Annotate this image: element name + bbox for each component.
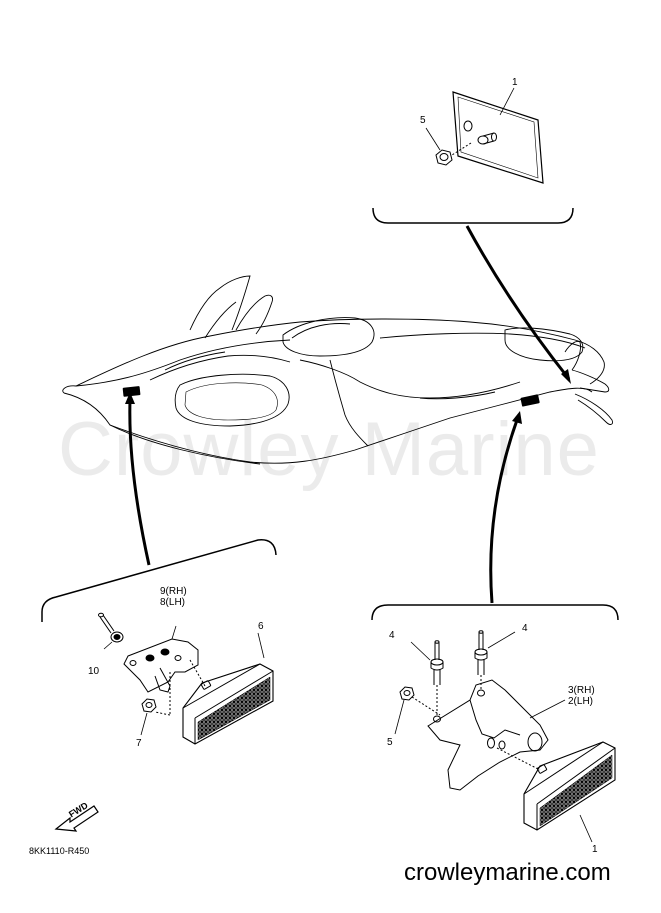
nut-7 <box>140 698 157 736</box>
reflector-1 <box>523 741 616 843</box>
leader-top <box>465 225 571 380</box>
top-reflector <box>452 91 544 184</box>
bracket-rear <box>427 679 566 791</box>
right-detail-frame <box>371 604 619 621</box>
callout-6: 6 <box>258 621 264 632</box>
callout-3-rh: 3(RH) <box>568 685 595 696</box>
leader-left <box>128 399 151 566</box>
reflector-location-front <box>122 386 141 397</box>
fwd-arrow <box>54 805 99 832</box>
callout-top-5: 5 <box>420 115 426 126</box>
callout-9-rh: 9(RH) <box>160 586 187 597</box>
top-detail-group <box>372 87 574 224</box>
callout-8-lh: 8(LH) <box>160 597 186 608</box>
reflector-location-rear <box>520 394 540 407</box>
rivet-4-right <box>474 630 516 675</box>
left-detail-frame <box>41 539 277 622</box>
callout-right-1: 1 <box>592 844 598 855</box>
callout-4-left: 4 <box>389 630 395 641</box>
left-detail-group <box>54 612 274 832</box>
rivet-10 <box>98 612 124 650</box>
callout-4-right: 4 <box>522 623 528 634</box>
nut-5 <box>394 686 441 735</box>
diagram-code: 8KK1110-R450 <box>29 846 90 856</box>
callout-7: 7 <box>136 738 142 749</box>
rivet-4-left <box>410 640 444 685</box>
bracket-front <box>123 625 199 693</box>
top-detail-frame <box>372 207 574 224</box>
right-detail-group <box>394 630 616 843</box>
callout-10: 10 <box>88 666 100 677</box>
callout-2-lh: 2(LH) <box>568 696 594 707</box>
callout-top-1: 1 <box>512 77 518 88</box>
reflector-6 <box>182 632 274 745</box>
leader-right <box>489 419 519 604</box>
top-reflector-stud <box>463 120 473 132</box>
top-nut <box>435 149 453 166</box>
watercraft-outline <box>62 275 613 465</box>
callout-right-5: 5 <box>387 737 393 748</box>
website-link[interactable]: crowleymarine.com <box>404 859 611 886</box>
